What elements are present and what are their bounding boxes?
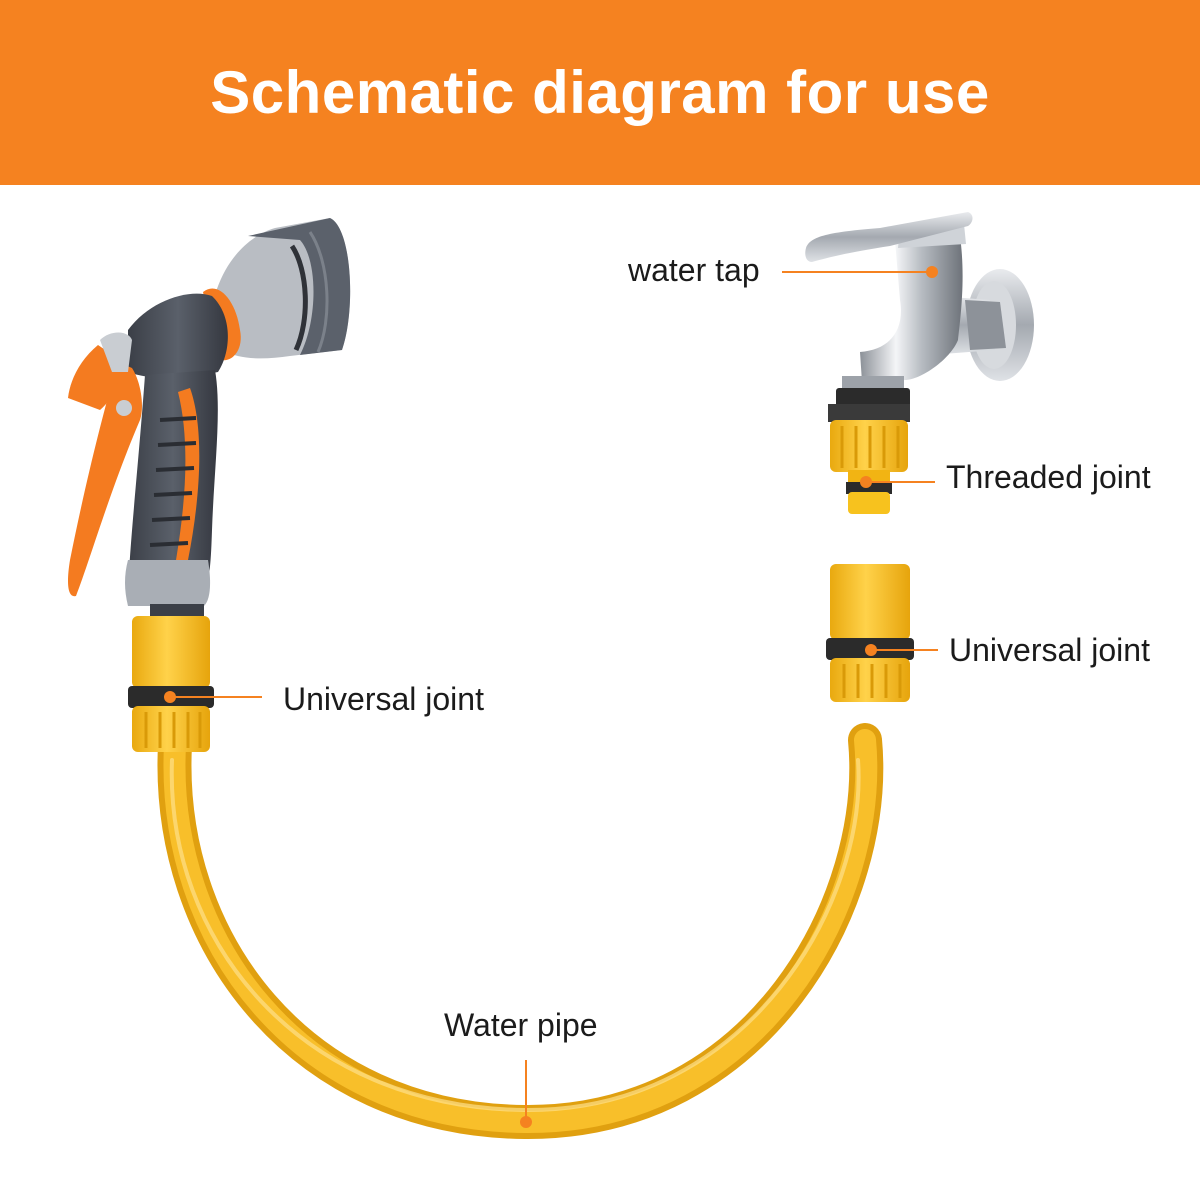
water-pipe [172,740,867,1122]
universal-joint-icon [128,616,214,752]
spray-nozzle-icon [68,218,350,618]
label-water-pipe: Water pipe [444,1007,598,1044]
water-tap-icon [805,212,1034,408]
leader-water-pipe [520,1060,532,1128]
universal-joint-icon [826,564,914,702]
label-threaded-joint: Threaded joint [946,459,1151,496]
label-water-tap: water tap [628,252,760,289]
threaded-joint-icon [828,404,910,514]
label-universal-joint-right: Universal joint [949,632,1150,669]
label-universal-joint-left: Universal joint [283,681,484,718]
